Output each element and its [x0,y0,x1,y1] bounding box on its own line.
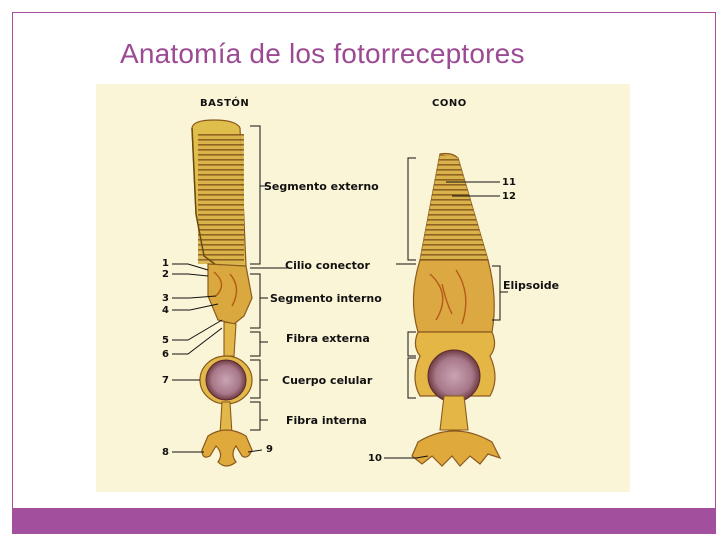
number-1: 1 [162,258,169,269]
number-2: 2 [162,269,169,280]
number-9: 9 [266,444,273,455]
region-brackets [250,125,508,431]
label-outer-fiber: Fibra externa [286,332,370,345]
number-5: 5 [162,335,169,346]
cone-cell [411,152,502,467]
number-11: 11 [502,177,516,188]
label-connecting-cilium: Cilio conector [285,259,370,272]
label-ellipsoid: Elipsoide [503,279,559,292]
rod-cell [191,119,253,467]
number-6: 6 [162,349,169,360]
label-inner-segment: Segmento interno [270,292,382,305]
number-8: 8 [162,447,169,458]
slide-title: Anatomía de los fotorreceptores [120,38,525,69]
number-3: 3 [162,293,169,304]
number-7: 7 [162,375,169,386]
number-10: 10 [368,453,382,464]
label-inner-fiber: Fibra interna [286,414,367,427]
cone-header: CONO [432,98,467,109]
leader-lines [172,181,500,459]
diagram-canvas: BASTÓN CONO [96,84,630,492]
rod-header: BASTÓN [200,96,249,109]
label-cell-body: Cuerpo celular [282,374,373,387]
figure-background [96,84,630,492]
number-12: 12 [502,191,516,202]
label-outer-segment: Segmento externo [264,180,379,193]
footer-accent-bar [12,508,716,534]
number-4: 4 [162,305,169,316]
photoreceptor-diagram: BASTÓN CONO [96,84,630,492]
